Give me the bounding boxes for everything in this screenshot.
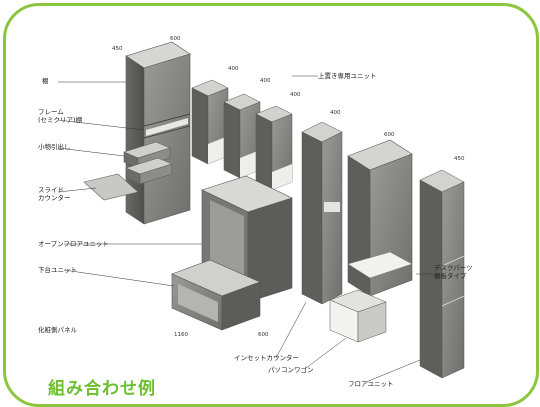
label-open-floor: オープンフロアユニット — [38, 240, 109, 248]
label-upper-unit: 上置き専用ユニット — [318, 72, 377, 80]
label-slide-top: スライド — [38, 186, 64, 194]
upper-units — [191, 79, 293, 191]
dim-9: 1160 — [174, 332, 188, 338]
tall-narrow-unit — [301, 121, 343, 305]
label-frame-top: フレーム — [38, 108, 64, 116]
drawer-stack — [123, 141, 173, 185]
lower-base-unit — [171, 259, 261, 331]
label-decor-panel: 化粧側パネル — [38, 326, 77, 334]
label-lower-unit: 下台ユニット — [38, 266, 77, 274]
dim-5: 400 — [290, 92, 301, 98]
dim-4: 400 — [260, 78, 271, 84]
desk-unit — [347, 139, 413, 297]
dim-3: 400 — [228, 66, 239, 72]
dim-1: 450 — [112, 46, 123, 52]
label-wagon: パソコンワゴン — [268, 366, 314, 374]
leader-lines — [57, 75, 434, 383]
dim-10: 600 — [258, 332, 269, 338]
label-inset-counter: インセットカウンター — [234, 354, 299, 362]
dim-2: 600 — [170, 36, 181, 42]
dim-7: 600 — [384, 132, 395, 138]
dim-6: 400 — [330, 110, 341, 116]
diagram-frame: 棚 フレーム (セミクリア)棚 小物引出し スライド カウンター オープンフロア… — [3, 3, 539, 407]
pc-wagon — [329, 289, 387, 343]
label-desk-bottom: 棚板タイプ — [434, 272, 467, 280]
tall-shelf-unit — [125, 41, 191, 225]
label-desk-top: デスクパーツ — [434, 264, 473, 272]
label-drawer: 小物引出し — [38, 143, 71, 151]
label-floor-unit: フロアユニット — [348, 380, 394, 388]
slide-counter-board — [83, 173, 139, 201]
label-frame-bottom: (セミクリア)棚 — [38, 116, 83, 124]
right-tall-unit — [419, 169, 465, 379]
furniture-diagram — [57, 41, 465, 383]
label-side-panel: 棚 — [42, 77, 49, 85]
label-slide-bottom: カウンター — [38, 194, 71, 202]
caption-title: 組み合わせ例 — [48, 379, 156, 399]
dim-8: 450 — [454, 156, 465, 162]
